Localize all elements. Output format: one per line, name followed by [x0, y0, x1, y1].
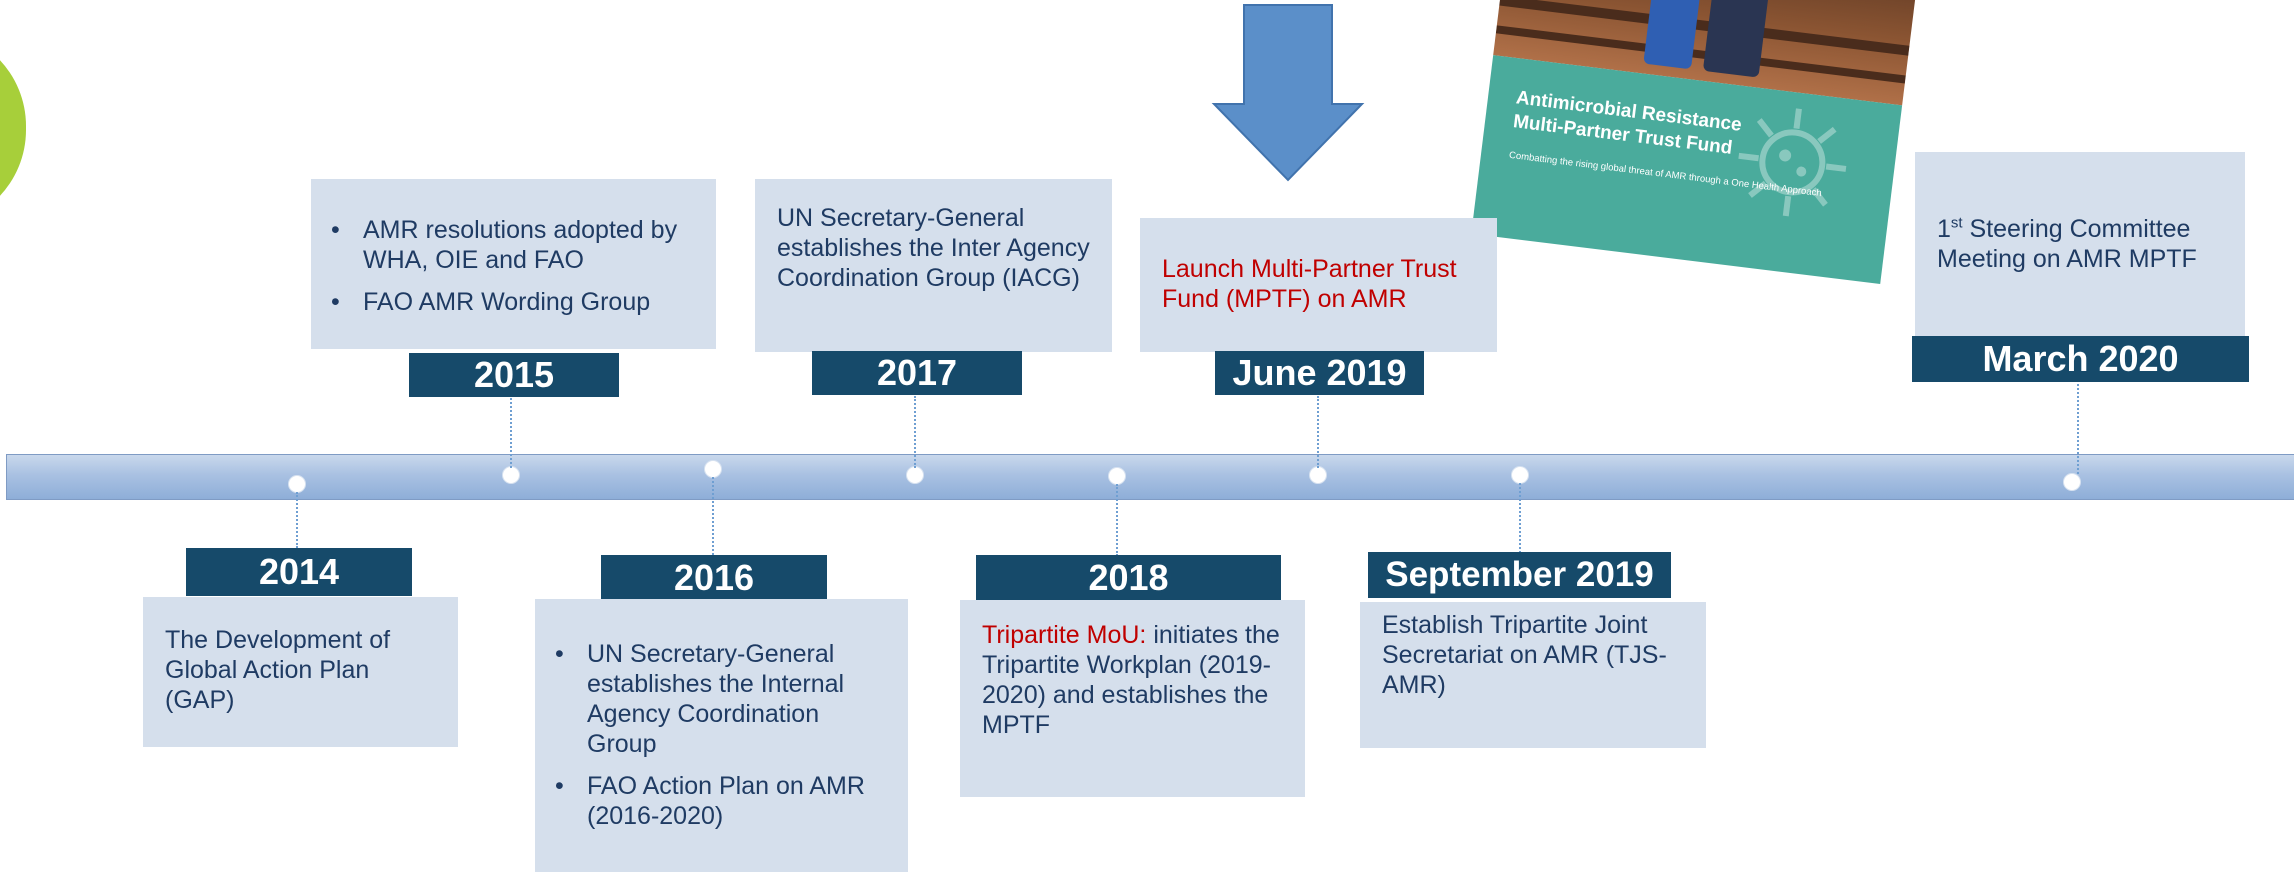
event-text: Steering Committee Meeting on AMR MPTF [1937, 215, 2197, 273]
year-label-march-2020: March 2020 [1912, 336, 2249, 382]
event-bullet: FAO Action Plan on AMR (2016-2020) [555, 771, 892, 831]
year-label-2015: 2015 [409, 353, 619, 397]
event-box-2014: The Development of Global Action Plan (G… [143, 597, 458, 747]
event-box-2016: UN Secretary-General establishes the Int… [535, 599, 908, 872]
green-logo-fragment [0, 30, 26, 226]
year-label-2018: 2018 [976, 555, 1281, 601]
timeline-dot-september-2019 [1511, 466, 1529, 484]
connector-2017 [914, 396, 916, 468]
event-bullet: FAO AMR Wording Group [331, 287, 700, 317]
year-label-2016: 2016 [601, 555, 827, 601]
down-arrow-icon [1211, 4, 1365, 182]
connector-june-2019 [1317, 396, 1319, 468]
event-box-september-2019: Establish Tripartite Joint Secretariat o… [1360, 602, 1706, 748]
year-label-june-2019: June 2019 [1215, 351, 1424, 395]
connector-2018 [1116, 484, 1118, 556]
connector-september-2019 [1519, 483, 1521, 553]
event-text: initiates the Tripartite Workplan (2019-… [982, 621, 1280, 739]
event-highlight: Tripartite MoU: [982, 621, 1147, 649]
virus-icon [1738, 108, 1847, 217]
year-label-2014: 2014 [186, 548, 412, 596]
timeline-dot-june-2019 [1309, 466, 1327, 484]
year-label-2017: 2017 [812, 351, 1022, 395]
cover-title: Antimicrobial Resistance Multi-Partner T… [1511, 87, 1743, 159]
timeline-bar [6, 454, 2294, 500]
event-box-2015: AMR resolutions adopted by WHA, OIE and … [311, 179, 716, 349]
timeline-dot-march-2020 [2063, 473, 2081, 491]
timeline-dot-2016 [704, 460, 722, 478]
connector-march-2020 [2077, 384, 2079, 474]
event-box-june-2019: Launch Multi-Partner Trust Fund (MPTF) o… [1140, 218, 1497, 352]
event-bullet: UN Secretary-General establishes the Int… [555, 639, 892, 759]
mptf-report-cover: Antimicrobial Resistance Multi-Partner T… [1471, 0, 1917, 284]
year-label-september-2019: September 2019 [1368, 552, 1671, 598]
event-box-2018: Tripartite MoU: initiates the Tripartite… [960, 600, 1305, 797]
timeline-dot-2015 [502, 466, 520, 484]
timeline-dot-2014 [288, 475, 306, 493]
timeline-dot-2018 [1108, 467, 1126, 485]
event-text: 1 [1937, 215, 1951, 243]
event-bullet: AMR resolutions adopted by WHA, OIE and … [331, 215, 700, 275]
connector-2015 [510, 398, 512, 468]
event-box-march-2020: 1st Steering Committee Meeting on AMR MP… [1915, 152, 2245, 336]
timeline-dot-2017 [906, 466, 924, 484]
event-text-superscript: st [1950, 214, 1963, 232]
event-box-2017: UN Secretary-General establishes the Int… [755, 179, 1112, 352]
connector-2014 [296, 492, 298, 548]
connector-2016 [712, 477, 714, 555]
cover-panel: Antimicrobial Resistance Multi-Partner T… [1471, 55, 1903, 284]
